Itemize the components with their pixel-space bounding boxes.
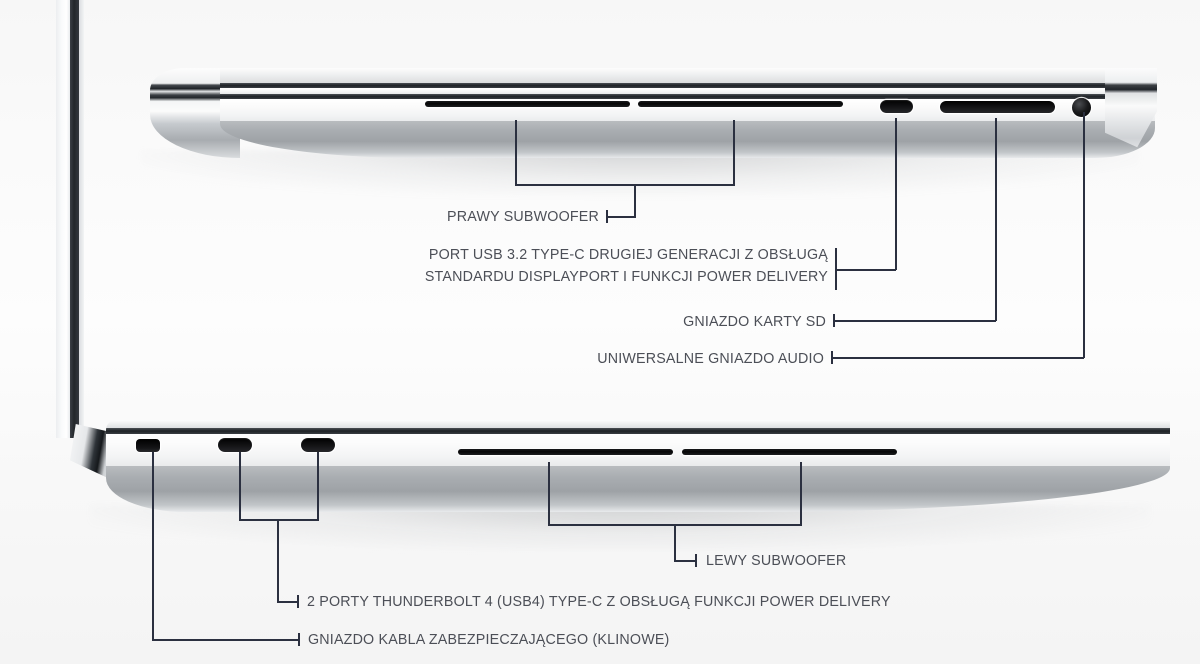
left-subwoofer-leader-v-right [800,462,802,525]
sd-card-leader-v [995,118,997,321]
label-left-subwoofer: LEWY SUBWOOFER [706,552,847,569]
right-subwoofer-leader-drop [634,184,636,217]
usb-c-leader-v [895,118,897,270]
thunderbolt-port-1-icon [218,438,252,452]
left-subwoofer-vent-left [458,449,673,455]
lock-leader-v [152,452,154,640]
audio-leader-h [831,357,1084,359]
sd-card-leader-h [833,320,996,322]
wedge-lock-slot-icon [136,439,160,452]
right-subwoofer-leader-v-right [733,120,735,185]
usb-c-tick [835,248,837,290]
right-subwoofer-leader-h [606,216,636,218]
bottom-laptop-underside [106,466,1170,512]
bottom-unit-shadow [90,505,1150,551]
bottom-laptop-lid-surface [106,420,1170,430]
left-subwoofer-leader-v-left [548,462,550,525]
top-laptop-upper-band [220,88,1155,94]
top-laptop-seam-1 [220,83,1155,88]
lock-leader-h [152,639,300,641]
thunderbolt-leader-h [277,601,299,603]
label-thunderbolt: 2 PORTY THUNDERBOLT 4 (USB4) TYPE-C Z OB… [307,593,891,610]
top-laptop-body [150,68,1157,158]
thunderbolt-leader-bracket [239,519,319,521]
thunderbolt-leader-drop [277,519,279,602]
lid-highlight [79,0,84,438]
top-laptop-lid-surface [220,68,1155,85]
label-usb-c-line1: PORT USB 3.2 TYPE-C DRUGIEJ GENERACJI Z … [428,246,828,263]
sd-card-tick [833,314,835,327]
audio-leader-v [1083,112,1085,358]
right-subwoofer-tick [606,210,608,223]
thunderbolt-tick [297,595,299,608]
thunderbolt-leader-v-left [239,452,241,520]
label-audio: UNIWERSALNE GNIAZDO AUDIO [597,350,824,367]
audio-tick [831,351,833,364]
thunderbolt-port-2-icon [301,438,335,452]
thunderbolt-leader-v-right [317,452,319,520]
left-subwoofer-vent-right [682,449,897,455]
top-laptop-seam-2 [220,94,1155,99]
left-subwoofer-tick [695,554,697,567]
lid-outer-face [56,0,70,438]
usb-c-leader-h [835,269,896,271]
lock-tick [298,633,300,646]
sd-card-slot-icon [940,101,1055,113]
headphone-jack-icon [1072,98,1091,117]
left-subwoofer-leader-h [674,560,697,562]
top-laptop-underside [220,121,1155,158]
label-lock: GNIAZDO KABLA ZABEZPIECZAJĄCEGO (KLINOWE… [308,631,670,648]
bottom-laptop-body [70,420,1170,512]
left-subwoofer-leader-drop [674,524,676,561]
bottom-laptop-seam-1 [106,428,1170,434]
laptop-lid-edge [56,0,90,438]
right-subwoofer-vent-left [425,101,630,107]
label-usb-c-line2: STANDARDU DISPLAYPORT I FUNKCJI POWER DE… [424,268,828,285]
lid-dark-seam [70,0,79,438]
label-right-subwoofer: PRAWY SUBWOOFER [447,208,599,225]
right-subwoofer-vent-right [638,101,843,107]
right-subwoofer-leader-v-left [515,120,517,185]
right-subwoofer-leader-bracket [515,184,735,186]
label-sd-card: GNIAZDO KARTY SD [683,313,826,330]
usb-c-port-icon [880,100,913,113]
